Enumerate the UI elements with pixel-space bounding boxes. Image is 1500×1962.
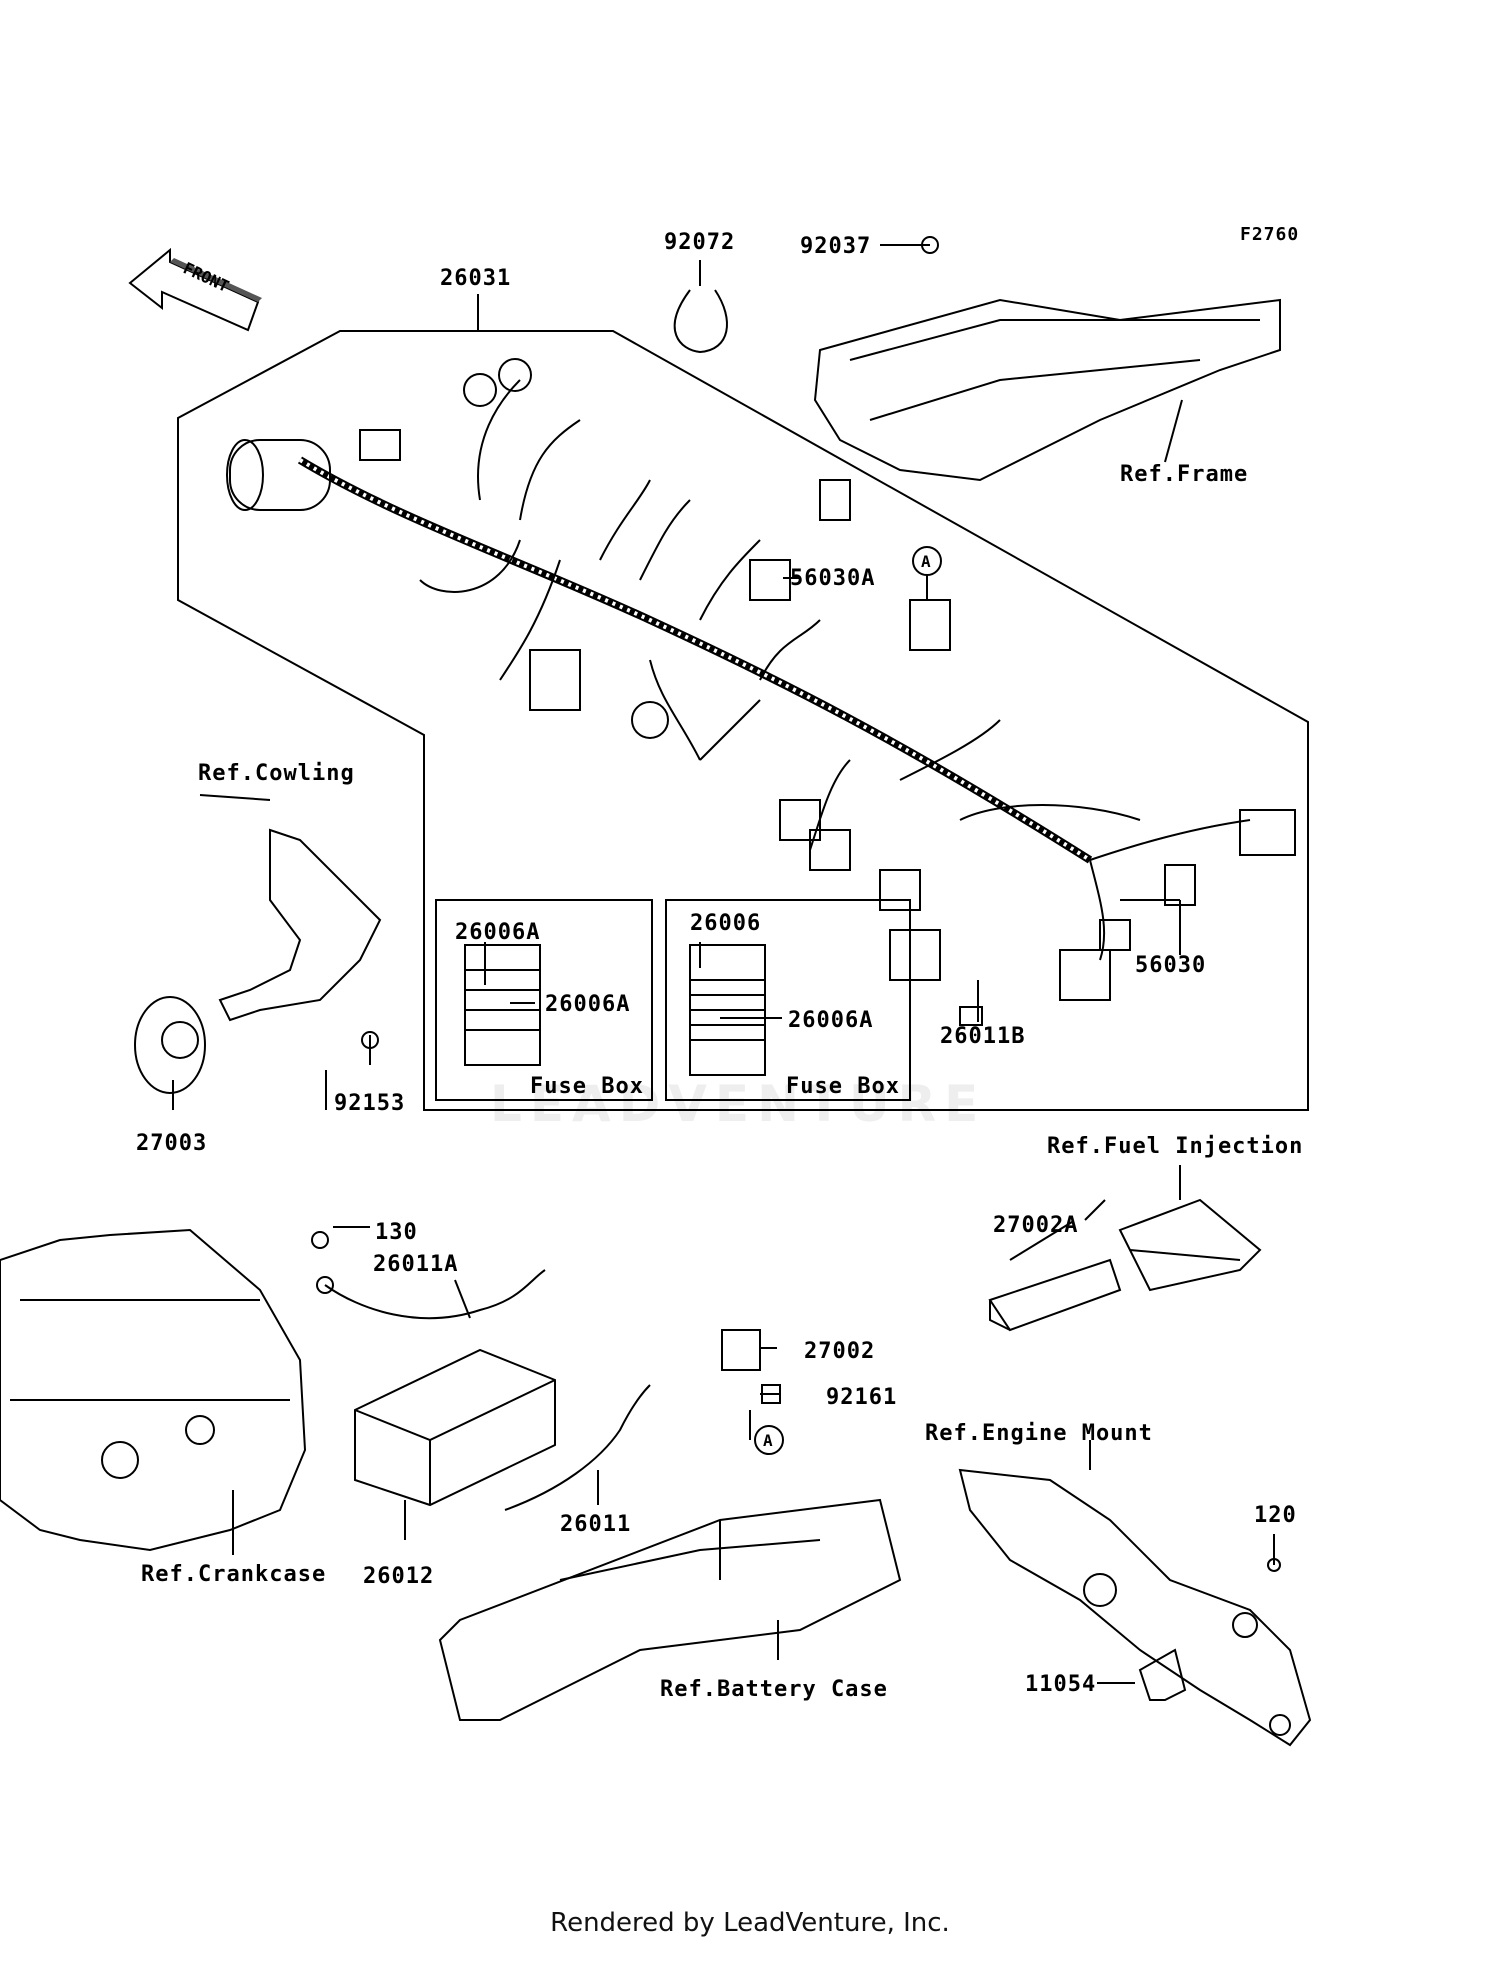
watermark: LEADVENTURE bbox=[490, 1075, 987, 1133]
circle-marker-a-bottom bbox=[754, 1425, 784, 1455]
bracket-11054 bbox=[1138, 1648, 1187, 1701]
part-11054[interactable]: 11054 bbox=[1025, 1672, 1097, 1697]
cowling-bracket bbox=[218, 828, 382, 1022]
fuse-box-frame-2 bbox=[665, 899, 911, 1101]
cable-26011A bbox=[324, 1269, 546, 1320]
cable-26011 bbox=[504, 1384, 651, 1511]
battery bbox=[354, 1348, 556, 1507]
part-26006[interactable]: 26006 bbox=[690, 911, 762, 936]
part-56030[interactable]: 56030 bbox=[1135, 953, 1207, 978]
diagram-code: F2760 bbox=[1240, 224, 1300, 245]
fuse-box-label-2: Fuse Box bbox=[786, 1074, 900, 1099]
harness-outline bbox=[177, 330, 1309, 1111]
part-92153[interactable]: 92153 bbox=[334, 1091, 406, 1116]
ecu bbox=[988, 1258, 1122, 1332]
fuse-box-label-1: Fuse Box bbox=[530, 1074, 644, 1099]
frame bbox=[813, 298, 1281, 482]
part-26011B[interactable]: 26011B bbox=[940, 1024, 1026, 1049]
starter-relay bbox=[721, 1329, 761, 1371]
part-92072[interactable]: 92072 bbox=[664, 230, 736, 255]
part-27002[interactable]: 27002 bbox=[804, 1339, 876, 1364]
crankcase bbox=[0, 1228, 307, 1552]
part-26006A-right[interactable]: 26006A bbox=[788, 1008, 874, 1033]
marker-a-bottom-text: A bbox=[763, 1431, 773, 1450]
part-56030A[interactable]: 56030A bbox=[790, 566, 876, 591]
part-26006A-left[interactable]: 26006A bbox=[545, 992, 631, 1017]
fuse-box-frame-1 bbox=[435, 899, 653, 1101]
ref-cowling[interactable]: Ref.Cowling bbox=[198, 761, 355, 786]
engine-mount bbox=[958, 1468, 1312, 1747]
ref-engine-mount[interactable]: Ref.Engine Mount bbox=[925, 1421, 1153, 1446]
part-120[interactable]: 120 bbox=[1254, 1503, 1297, 1528]
battery-case bbox=[438, 1498, 902, 1721]
part-92037[interactable]: 92037 bbox=[800, 234, 872, 259]
front-arrow-text: FRONT bbox=[180, 258, 232, 296]
part-27002A[interactable]: 27002A bbox=[993, 1213, 1079, 1238]
ref-crankcase[interactable]: Ref.Crankcase bbox=[141, 1562, 327, 1587]
part-92161[interactable]: 92161 bbox=[826, 1385, 898, 1410]
part-26012[interactable]: 26012 bbox=[363, 1564, 435, 1589]
band-clamp bbox=[673, 289, 728, 354]
wire-harness bbox=[297, 456, 1093, 864]
ref-battery-case[interactable]: Ref.Battery Case bbox=[660, 1677, 888, 1702]
part-26031[interactable]: 26031 bbox=[440, 266, 512, 291]
ref-fuel-injection[interactable]: Ref.Fuel Injection bbox=[1047, 1134, 1304, 1159]
marker-a-top-text: A bbox=[921, 552, 931, 571]
footer-credit: Rendered by LeadVenture, Inc. bbox=[550, 1908, 950, 1938]
fuel-injection-part bbox=[1118, 1198, 1262, 1292]
part-26006A-top[interactable]: 26006A bbox=[455, 920, 541, 945]
front-arrow bbox=[128, 247, 260, 332]
part-130[interactable]: 130 bbox=[375, 1220, 418, 1245]
ref-frame[interactable]: Ref.Frame bbox=[1120, 462, 1249, 487]
canister bbox=[229, 439, 331, 511]
part-26011A[interactable]: 26011A bbox=[373, 1252, 459, 1277]
horn bbox=[134, 996, 206, 1094]
part-27003[interactable]: 27003 bbox=[136, 1131, 208, 1156]
part-26011[interactable]: 26011 bbox=[560, 1512, 632, 1537]
